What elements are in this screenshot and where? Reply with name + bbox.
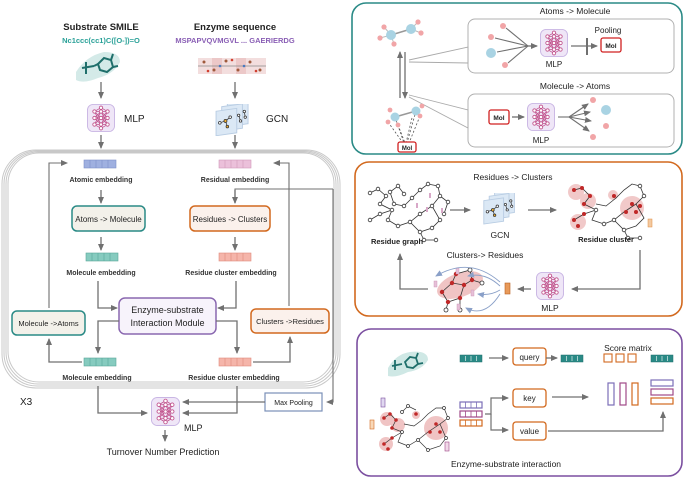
query-vector-output — [560, 354, 584, 363]
final-mlp-label: MLP — [184, 423, 203, 433]
value-label: value — [520, 427, 540, 436]
panel-clusters-to-residues-title: Clusters-> Residues — [447, 250, 524, 260]
substrate-molecule-small-icon — [388, 351, 428, 377]
residue-graph-icon — [367, 181, 451, 243]
interaction-module-line1: Enzyme-substrate — [131, 305, 204, 315]
final-mlp-icon — [151, 397, 180, 426]
interaction-module-line2: Interaction Module — [130, 318, 204, 328]
mlp-label: MLP — [124, 114, 145, 125]
panel-molecule-to-atoms-title: Molecule -> Atoms — [540, 81, 610, 91]
svg-text:Mol: Mol — [493, 115, 504, 122]
panel-atoms-to-molecule-title: Atoms -> Molecule — [540, 6, 611, 16]
mol-node-bottom-left: Mol — [397, 141, 417, 153]
repeat-x3-label: X3 — [20, 397, 33, 408]
molecule-embedding-label: Molecule embedding — [66, 270, 135, 277]
top-mlp-icon-1 — [540, 29, 568, 57]
top-mlp-label-2: MLP — [533, 136, 549, 145]
repeat-block-frame — [1, 149, 341, 389]
turnover-prediction-label: Turnover Number Prediction — [107, 447, 220, 457]
atoms-to-molecule-label: Atoms -> Molecule — [75, 215, 142, 224]
value-vectors-output — [650, 379, 674, 405]
molecule-to-atoms-box[interactable]: Molecule ->Atoms — [11, 310, 86, 336]
svg-text:Mol: Mol — [605, 43, 616, 50]
enzyme-sequence-string: MSPAPVQVMGVL ... GAERIERDG — [175, 36, 294, 45]
top-mlp-label-1: MLP — [546, 60, 562, 69]
max-pooling-label: Max Pooling — [274, 400, 313, 407]
key-vectors-vertical — [607, 382, 639, 406]
attention-output-query — [650, 354, 674, 363]
residual-embedding-vector — [218, 159, 252, 169]
atomic-embedding-vector — [83, 159, 117, 169]
residue-cluster-embedding-vector — [218, 252, 252, 262]
clusters-to-residues-box[interactable]: Clusters ->Residues — [250, 308, 330, 334]
gcn-label: GCN — [266, 114, 288, 125]
atom-nodes-input — [486, 23, 538, 68]
molecule-embedding-vector — [85, 252, 119, 262]
svg-text:Mol: Mol — [402, 146, 413, 152]
residue-cluster-embedding-label-2: Residue cluster embedding — [188, 375, 279, 382]
atomic-embedding-label: Atomic embedding — [69, 177, 132, 184]
substrate-molecule-icon — [76, 52, 120, 82]
enzyme-cluster-graph-icon — [369, 397, 450, 452]
residues-to-clusters-box[interactable]: Residues -> Clusters — [189, 205, 271, 232]
score-matrix-label: Score matrix — [604, 343, 652, 353]
cluster-to-residues-icon — [433, 266, 501, 314]
mol-node-input: Mol — [488, 109, 510, 125]
residue-cluster-icon — [568, 183, 653, 241]
molecule-with-mol-node-icon — [385, 103, 425, 144]
residue-graph-label: Residue graph — [371, 237, 424, 246]
residual-embedding-label: Residual embedding — [201, 177, 269, 184]
top-mlp-icon-2 — [527, 103, 555, 131]
residue-cluster-embedding-vector-2 — [218, 357, 252, 367]
molecule-to-atoms-label: Molecule ->Atoms — [18, 319, 78, 328]
max-pooling-box[interactable]: Max Pooling — [264, 392, 323, 412]
value-box[interactable]: value — [512, 421, 547, 441]
molecule-embedding-label-2: Molecule embedding — [62, 375, 131, 382]
enzyme-sequence-icon — [198, 58, 266, 74]
gcn-icon — [215, 104, 249, 136]
residues-to-clusters-label: Residues -> Clusters — [193, 215, 267, 224]
panel-residues-to-clusters-title: Residues -> Clusters — [473, 172, 552, 182]
cluster-embedding-icon — [504, 282, 511, 295]
mol-node-pooled: Mol — [600, 37, 622, 53]
mid-mlp-icon — [536, 272, 564, 300]
key-label: key — [523, 394, 535, 403]
substrate-smile-title: Substrate SMILE — [63, 22, 139, 33]
residue-cluster-label: Residue cluster — [578, 235, 634, 244]
mid-gcn-label: GCN — [491, 230, 510, 240]
mlp-icon — [87, 104, 115, 132]
pooling-label: Pooling — [595, 26, 622, 35]
clusters-to-residues-label: Clusters ->Residues — [256, 317, 324, 326]
key-value-input-vectors — [459, 401, 483, 427]
query-vector-input — [459, 354, 483, 363]
key-box[interactable]: key — [512, 388, 547, 408]
interaction-module-box[interactable]: Enzyme-substrate Interaction Module — [118, 297, 217, 335]
substrate-smiles-string: Nc1ccc(cc1)C([O-])=O — [62, 36, 140, 45]
interaction-caption: Enzyme-substrate interaction — [451, 459, 561, 469]
score-matrix-cells — [603, 353, 637, 363]
residue-cluster-embedding-label: Residue cluster embedding — [185, 270, 276, 277]
mid-mlp-label: MLP — [541, 303, 559, 313]
enzyme-sequence-title: Enzyme sequence — [194, 22, 276, 33]
atom-nodes-output — [558, 97, 611, 140]
molecule-embedding-vector-2 — [83, 357, 117, 367]
query-label: query — [519, 353, 539, 362]
molecule-graph-icon — [377, 19, 424, 47]
query-box[interactable]: query — [512, 347, 547, 366]
atoms-to-molecule-box[interactable]: Atoms -> Molecule — [71, 205, 146, 232]
